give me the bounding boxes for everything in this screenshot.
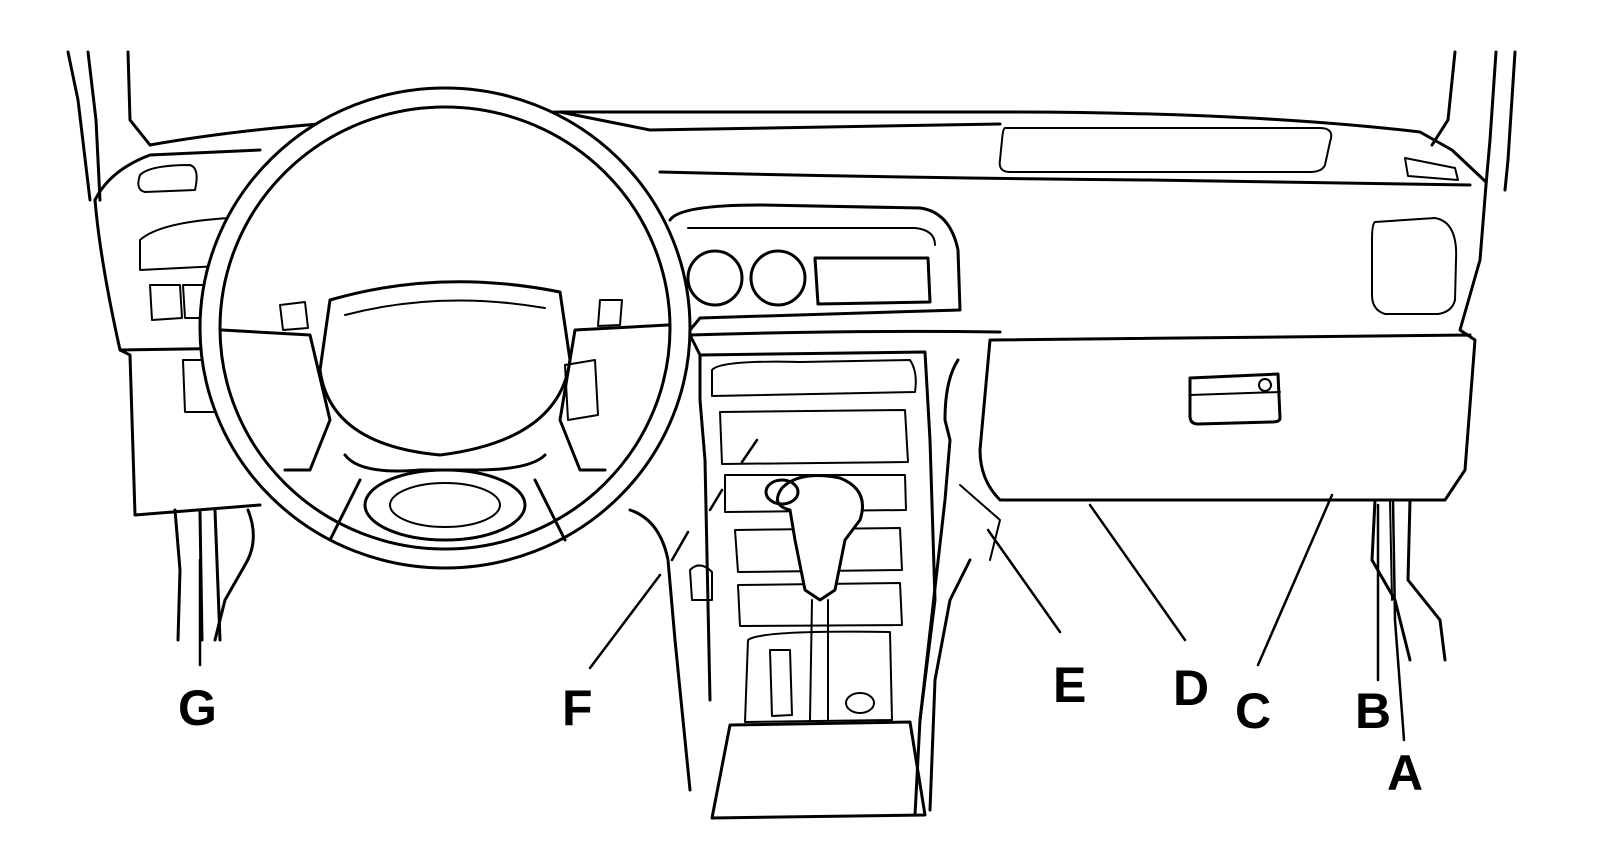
callout-label-A: A xyxy=(1387,745,1423,801)
right-dash-panel xyxy=(688,183,1488,817)
callout-label-C: C xyxy=(1235,683,1271,739)
callout-label-B: B xyxy=(1355,683,1391,739)
gear-shifter xyxy=(764,474,864,721)
dashboard-top xyxy=(93,110,1488,202)
leader-F xyxy=(588,573,662,670)
leader-E xyxy=(986,528,1062,634)
callout-label-E: E xyxy=(1053,657,1086,713)
center-console-seam xyxy=(670,438,759,601)
callout-label-F: F xyxy=(562,680,593,736)
steering-wheel xyxy=(198,86,692,570)
callout-leaders xyxy=(198,493,1406,742)
windshield-pillars xyxy=(66,50,1517,202)
callout-labels: A B C D E F G xyxy=(178,657,1423,801)
callout-label-D: D xyxy=(1173,660,1209,716)
leader-C xyxy=(1256,493,1334,667)
right-kick-panel xyxy=(1370,498,1447,662)
floor-trim xyxy=(628,508,972,812)
steering-column xyxy=(173,508,255,642)
callout-label-G: G xyxy=(178,680,217,736)
leader-A xyxy=(1391,498,1406,742)
leader-D xyxy=(1088,503,1187,642)
